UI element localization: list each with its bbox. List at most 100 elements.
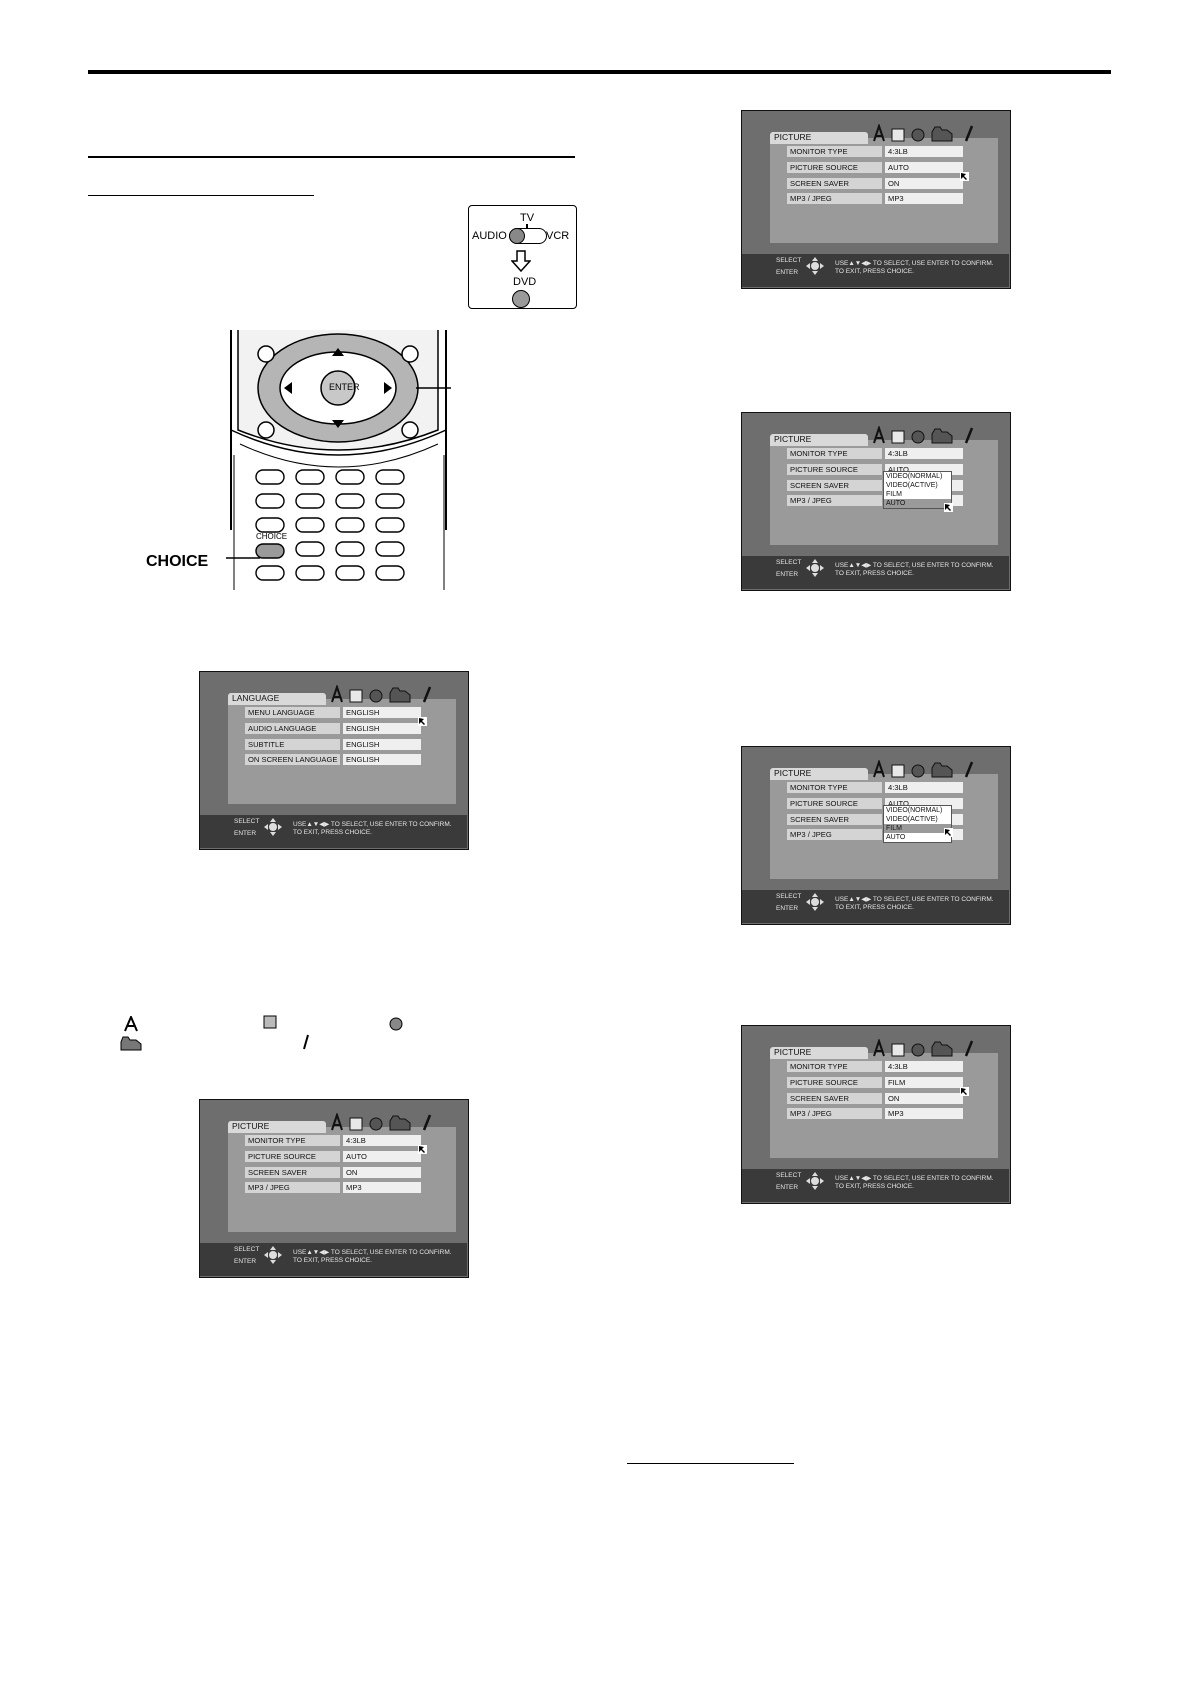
osd-screen-picture-2: PICTURE MONITOR TYPE 4:3LB PICTURE SOURC… (741, 110, 1011, 289)
dropdown-option[interactable]: AUTO (884, 499, 951, 508)
osd-help-bar (742, 254, 1009, 287)
osd-row[interactable]: PICTURE SOURCE AUTO (787, 464, 965, 475)
osd-row[interactable]: PICTURE SOURCE AUTO (787, 162, 965, 173)
osd-screen-picture-1: PICTURE MONITOR TYPE 4:3LB PICTURE SOURC… (199, 1099, 469, 1278)
osd-row-label: MP3 / JPEG (787, 829, 882, 840)
help-line-1: USE▲▼◀▶ TO SELECT, USE ENTER TO CONFIRM. (835, 1175, 994, 1182)
language-icon (124, 1016, 138, 1032)
remote-body (216, 330, 458, 590)
cursor-icon (960, 1083, 969, 1096)
osd-row-label: PICTURE SOURCE (787, 162, 882, 173)
dropdown-option[interactable]: VIDEO(NORMAL) (886, 473, 943, 480)
osd-row-value[interactable]: ENGLISH (343, 739, 421, 750)
menu-icon-strip[interactable] (328, 1111, 440, 1131)
menu-icon-strip[interactable] (870, 1037, 982, 1057)
osd-row-value[interactable]: MP3 (885, 193, 963, 204)
help-line-2: TO EXIT, PRESS CHOICE. (835, 570, 914, 577)
osd-row-value[interactable]: ENGLISH (343, 754, 421, 765)
osd-row-value[interactable]: AUTO (885, 162, 963, 173)
osd-row-value[interactable]: AUTO (885, 798, 963, 809)
osd-row-value[interactable]: 4:3LB (343, 1135, 421, 1146)
osd-screen-picture-5: PICTURE MONITOR TYPE 4:3LB PICTURE SOURC… (741, 1025, 1011, 1204)
osd-row-value[interactable]: MP3 (885, 1108, 963, 1119)
menu-icons (873, 758, 974, 778)
system-icon (120, 1036, 142, 1051)
osd-title-tab (228, 1121, 326, 1133)
osd-row-value[interactable]: AUTO (343, 1151, 421, 1162)
osd-row[interactable]: SCREEN SAVER ON (787, 178, 965, 189)
osd-row[interactable]: MONITOR TYPE 4:3LB (787, 146, 965, 157)
osd-row-value[interactable]: AUTO (885, 464, 963, 475)
osd-row-value[interactable]: 4:3LB (885, 448, 963, 459)
osd-row[interactable]: MP3 / JPEG MP3 (787, 193, 965, 204)
help-select-label: SELECT (776, 893, 802, 900)
osd-row[interactable]: PICTURE SOURCE FILM (787, 1077, 965, 1088)
osd-row-value[interactable]: MP3 (343, 1182, 421, 1193)
help-line-2: TO EXIT, PRESS CHOICE. (835, 904, 914, 911)
mode-switch-box: TV AUDIO VCR DVD (468, 205, 577, 309)
choice-callout: CHOICE (146, 553, 209, 570)
osd-row[interactable]: SCREEN SAVER ON (787, 1093, 965, 1104)
dropdown-option[interactable]: VIDEO(NORMAL) (886, 807, 943, 814)
osd-row[interactable]: MONITOR TYPE 4:3LB (787, 782, 965, 793)
osd-row-label: MP3 / JPEG (787, 1108, 882, 1119)
menu-icon-strip[interactable] (870, 122, 982, 142)
osd-row-value[interactable]: ON (885, 1093, 963, 1104)
osd-row-label: MONITOR TYPE (787, 1061, 882, 1072)
osd-row[interactable]: PICTURE SOURCE AUTO (787, 798, 965, 809)
dvd-button[interactable] (512, 290, 530, 308)
cursor-icon (944, 499, 953, 512)
dropdown-option[interactable]: VIDEO(ACTIVE) (886, 482, 938, 489)
osd-row-value[interactable]: 4:3LB (885, 146, 963, 157)
osd-row-value[interactable]: 4:3LB (885, 1061, 963, 1072)
arrow-down-icon (511, 250, 531, 272)
osd-title: PICTURE (232, 1121, 270, 1131)
menu-icons (873, 122, 974, 142)
osd-title: LANGUAGE (232, 693, 280, 703)
osd-row-value[interactable]: ENGLISH (343, 723, 421, 734)
osd-row-label: SCREEN SAVER (787, 1093, 882, 1104)
osd-row-value[interactable]: 4:3LB (885, 782, 963, 793)
osd-row[interactable]: MENU LANGUAGE ENGLISH (245, 707, 423, 718)
osd-row-value[interactable]: ENGLISH (343, 707, 421, 718)
osd-row[interactable]: ON SCREEN LANGUAGE ENGLISH (245, 754, 423, 765)
osd-row-value[interactable]: ON (343, 1167, 421, 1178)
osd-row[interactable]: MP3 / JPEG MP3 (245, 1182, 423, 1193)
osd-row[interactable]: SUBTITLE ENGLISH (245, 739, 423, 750)
choice-small-label: CHOICE (256, 532, 288, 541)
menu-icon-strip[interactable] (328, 683, 440, 703)
osd-row[interactable]: MP3 / JPEG MP3 (787, 1108, 965, 1119)
osd-title-tab (228, 693, 326, 705)
mode-slider[interactable] (509, 228, 547, 244)
dropdown-option[interactable]: VIDEO(ACTIVE) (886, 816, 938, 823)
osd-row[interactable]: MONITOR TYPE 4:3LB (787, 448, 965, 459)
menu-icons (331, 1111, 432, 1131)
osd-screen-picture-3: PICTURE MONITOR TYPE 4:3LB PICTURE SOURC… (741, 412, 1011, 591)
dropdown-option[interactable]: FILM (886, 491, 902, 498)
joystick-icon (806, 257, 824, 275)
osd-title: PICTURE (774, 132, 812, 142)
dropdown-option[interactable]: AUTO (886, 834, 906, 841)
osd-row[interactable]: MONITOR TYPE 4:3LB (787, 1061, 965, 1072)
header-rule (88, 70, 1111, 74)
osd-row[interactable]: PICTURE SOURCE AUTO (245, 1151, 423, 1162)
section-rule (88, 156, 575, 158)
osd-help-bar (742, 1169, 1009, 1202)
osd-row[interactable]: MONITOR TYPE 4:3LB (245, 1135, 423, 1146)
osd-row[interactable]: AUDIO LANGUAGE ENGLISH (245, 723, 423, 734)
menu-icon-strip[interactable] (870, 758, 982, 778)
osd-row-value[interactable]: FILM (885, 1077, 963, 1088)
osd-row-label: SCREEN SAVER (787, 814, 882, 825)
dropdown-option[interactable]: FILM (884, 824, 951, 833)
osd-row[interactable]: SCREEN SAVER ON (245, 1167, 423, 1178)
osd-row-value[interactable]: ON (885, 178, 963, 189)
osd-row-label: SCREEN SAVER (787, 178, 882, 189)
menu-icons (331, 683, 432, 703)
help-enter-label: ENTER (234, 1258, 257, 1265)
help-select-label: SELECT (776, 559, 802, 566)
menu-icon-strip[interactable] (870, 424, 982, 444)
picture-icon (263, 1015, 277, 1029)
osd-row-label: MENU LANGUAGE (245, 707, 340, 718)
